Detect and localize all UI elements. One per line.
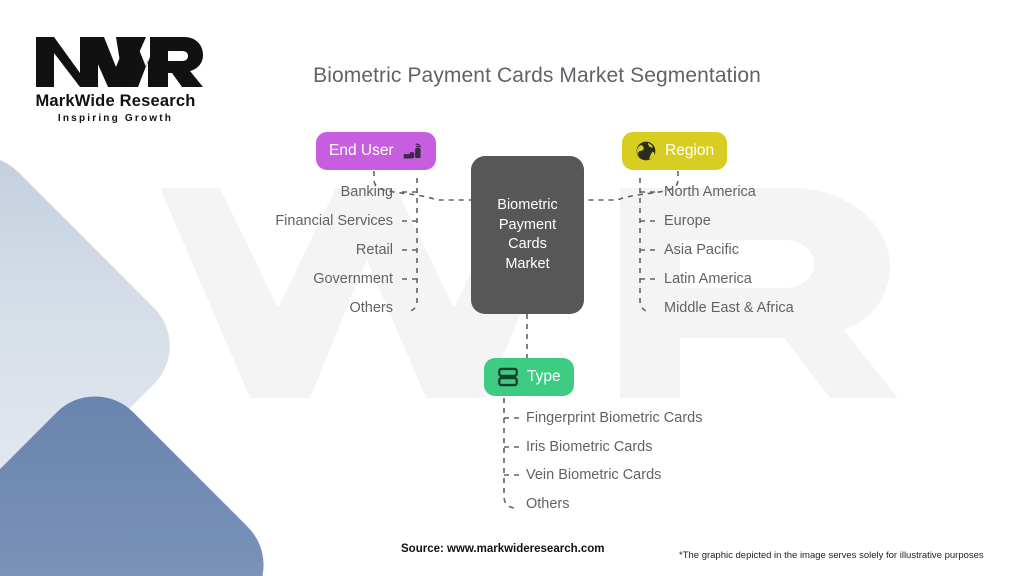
globe-icon xyxy=(635,140,657,162)
leaf-region-0: North America xyxy=(664,184,756,200)
leaf-end-user-0: Banking xyxy=(340,184,393,200)
leaf-region-2: Asia Pacific xyxy=(664,242,739,258)
leaf-type-1: Iris Biometric Cards xyxy=(526,439,653,455)
leaf-region-1: Europe xyxy=(664,213,711,229)
server-stack-icon xyxy=(497,366,519,388)
brand-name: MarkWide Research xyxy=(35,92,196,110)
branch-badge-end-user[interactable]: End User xyxy=(316,132,436,170)
branch-badge-region[interactable]: Region xyxy=(622,132,728,170)
decorative-shape-dark xyxy=(0,374,286,576)
leaf-region-4: Middle East & Africa xyxy=(664,300,794,316)
brand-logo: MarkWide Research Inspiring Growth xyxy=(28,33,203,124)
leaf-type-2: Vein Biometric Cards xyxy=(526,467,662,483)
leaf-end-user-2: Retail xyxy=(355,242,393,258)
brand-tagline: Inspiring Growth xyxy=(57,113,174,124)
branch-badge-type[interactable]: Type xyxy=(484,358,574,396)
branch-label-region: Region xyxy=(665,142,715,159)
leaf-end-user-3: Government xyxy=(313,271,393,287)
leaf-end-user-1: Financial Services xyxy=(275,213,393,229)
disclaimer-text: *The graphic depicted in the image serve… xyxy=(679,550,984,561)
branch-label-type: Type xyxy=(527,368,561,385)
mwr-logo-mark xyxy=(36,37,203,87)
leaf-end-user-4: Others xyxy=(349,300,393,316)
contactless-payment-icon xyxy=(402,141,423,162)
leaf-type-3: Others xyxy=(526,496,570,512)
leaf-type-0: Fingerprint Biometric Cards xyxy=(526,410,703,426)
page-title: Biometric Payment Cards Market Segmentat… xyxy=(313,64,761,87)
source-credit: Source: www.markwideresearch.com xyxy=(401,543,605,555)
leaf-region-3: Latin America xyxy=(664,271,752,287)
branch-label-end-user: End User xyxy=(329,142,394,159)
